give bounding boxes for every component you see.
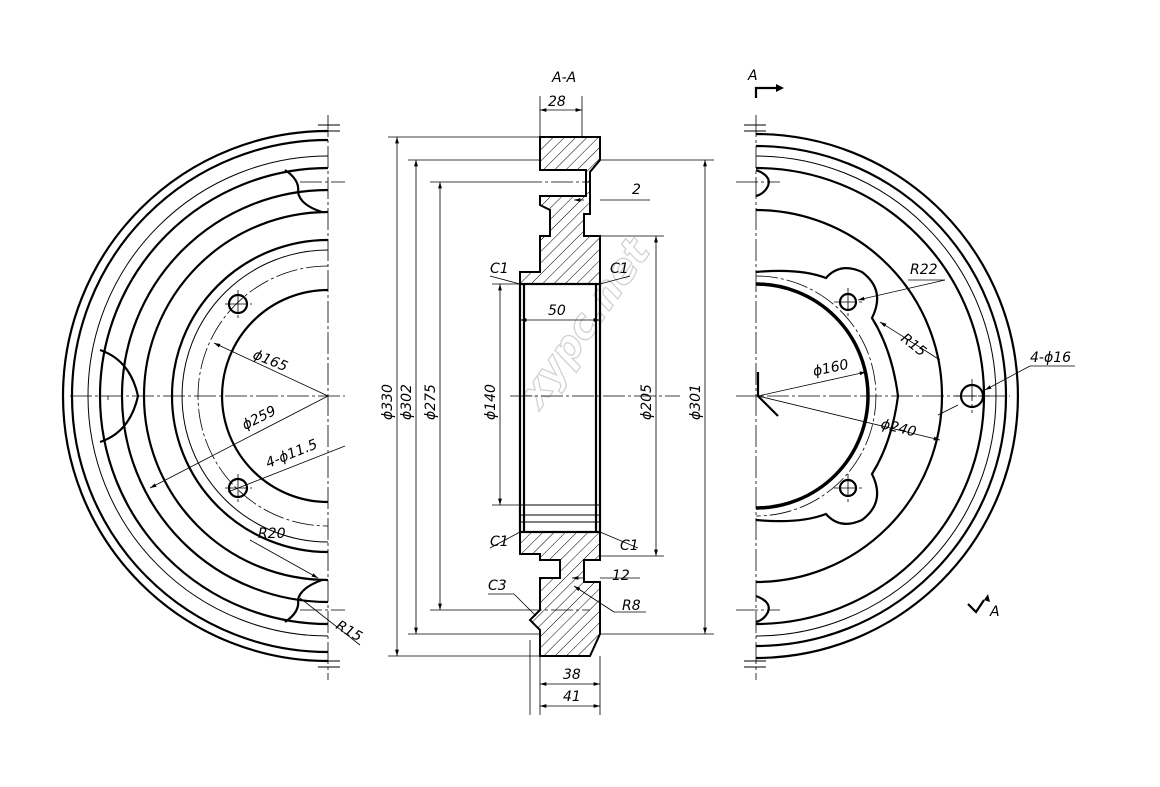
right-dim-r15: R15 — [898, 331, 930, 361]
right-half-view: A — [736, 68, 1075, 680]
dim-d330: ϕ330 — [380, 384, 396, 420]
dim-12: 12 — [612, 568, 630, 584]
right-dim-holes: 4-ϕ16 — [1030, 350, 1071, 366]
left-half-view: ϕ165 ϕ259 4-ϕ11.5 R20 R15 — [61, 115, 365, 680]
chamfer-c3: C3 — [488, 578, 507, 594]
dim-d275: ϕ275 — [423, 384, 439, 420]
chamfer-c1-bottom-right: C1 — [620, 538, 639, 554]
right-dim-d160: ϕ160 — [812, 357, 851, 380]
chamfer-c1-top-left: C1 — [490, 261, 509, 277]
left-dim-r15: R15 — [333, 618, 365, 646]
dim-50: 50 — [548, 303, 566, 319]
section-arrow-label: A — [989, 604, 1000, 620]
left-dim-d165: ϕ165 — [251, 347, 290, 375]
section-view: A-A 28 2 C1 C1 C1 C1 5 — [380, 70, 714, 715]
dim-41: 41 — [563, 689, 581, 705]
chamfer-c1-bottom-left: C1 — [490, 534, 509, 550]
right-dim-d240: ϕ240 — [879, 416, 918, 440]
dim-2: 2 — [632, 182, 641, 198]
dim-38: 38 — [563, 667, 581, 683]
dim-d302: ϕ302 — [399, 384, 415, 420]
chamfer-c1-top-right: C1 — [610, 261, 629, 277]
section-title: A-A — [551, 70, 576, 86]
left-dim-holes: 4-ϕ11.5 — [264, 436, 320, 471]
dim-d140: ϕ140 — [483, 384, 499, 420]
dim-28: 28 — [548, 94, 566, 110]
dim-r8: R8 — [622, 598, 641, 614]
left-dim-r20: R20 — [258, 526, 286, 542]
dim-d205: ϕ205 — [639, 384, 655, 420]
left-dim-d259: ϕ259 — [240, 403, 279, 434]
right-dim-r22: R22 — [910, 262, 938, 278]
dim-d301: ϕ301 — [688, 384, 704, 420]
view-marker-label: A — [747, 68, 758, 84]
